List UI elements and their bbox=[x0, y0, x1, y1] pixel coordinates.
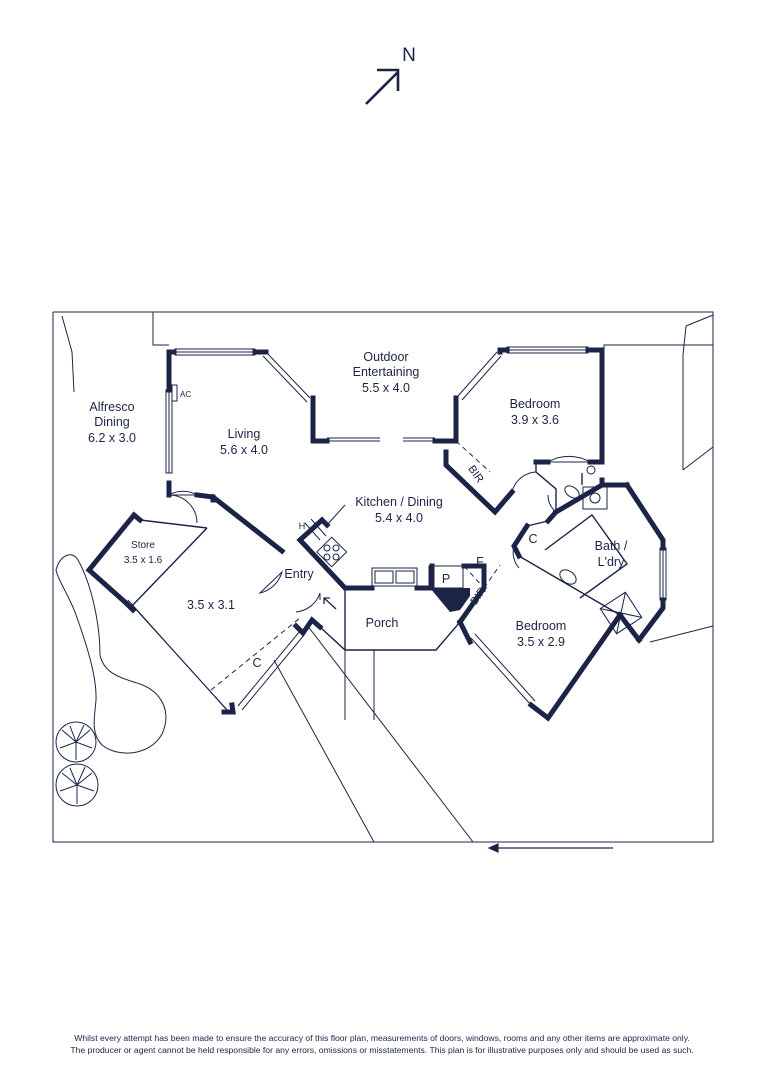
bedroom1-label: Bedroom bbox=[510, 397, 561, 411]
disclaimer-line-1: Whilst every attempt has been made to en… bbox=[74, 1033, 690, 1043]
cupboard-label-2: C bbox=[252, 656, 261, 670]
disclaimer-line-2: The producer or agent cannot be held res… bbox=[70, 1044, 694, 1055]
living-size: 5.6 x 4.0 bbox=[220, 443, 268, 457]
bath-fixtures bbox=[559, 465, 643, 635]
interior-walls bbox=[129, 462, 628, 651]
kitchen-dining-label: Kitchen / Dining bbox=[355, 495, 443, 509]
ac-label: AC bbox=[180, 390, 191, 399]
frontage-arrow-icon bbox=[487, 843, 613, 853]
entry-arrow-icon bbox=[323, 597, 337, 610]
site-features bbox=[55, 314, 714, 843]
bedroom2-size: 3.5 x 2.9 bbox=[517, 635, 565, 649]
dashed-lines bbox=[210, 440, 501, 691]
wall-block bbox=[430, 588, 470, 612]
fixture-boxes bbox=[171, 384, 464, 589]
alfresco-label: Alfresco bbox=[89, 400, 134, 414]
bedroom1-size: 3.9 x 3.6 bbox=[511, 413, 559, 427]
kitchen-fixtures bbox=[304, 518, 418, 587]
alfresco-label-2: Dining bbox=[94, 415, 129, 429]
heater-label: H bbox=[299, 521, 306, 531]
kitchen-dining-size: 5.4 x 4.0 bbox=[375, 511, 423, 525]
bir-label-1: BIR bbox=[465, 463, 485, 485]
store-label: Store bbox=[131, 540, 155, 551]
outdoor-entertaining-label-2: Entertaining bbox=[353, 365, 420, 379]
north-label: N bbox=[402, 45, 416, 66]
porch-label: Porch bbox=[366, 616, 399, 630]
bath-laundry-label: Bath / bbox=[595, 539, 628, 553]
tree-icon bbox=[55, 721, 99, 807]
alfresco-size: 6.2 x 3.0 bbox=[88, 431, 136, 445]
north-arrow-icon bbox=[365, 68, 400, 105]
pantry-label: P bbox=[442, 572, 450, 586]
room-labels: Outdoor Entertaining 5.5 x 4.0 Alfresco … bbox=[88, 350, 628, 649]
room-size: 3.5 x 3.1 bbox=[187, 598, 235, 612]
bedroom2-label: Bedroom bbox=[516, 619, 567, 633]
fridge-label: F bbox=[476, 555, 484, 569]
disclaimer: Whilst every attempt has been made to en… bbox=[18, 1033, 746, 1056]
bath-laundry-label-2: L'dry bbox=[598, 555, 625, 569]
store-size: 3.5 x 1.6 bbox=[124, 555, 163, 566]
doors bbox=[168, 455, 591, 613]
entry-label: Entry bbox=[284, 567, 314, 581]
outdoor-entertaining-label: Outdoor bbox=[363, 350, 408, 364]
outdoor-entertaining-size: 5.5 x 4.0 bbox=[362, 381, 410, 395]
cupboard-label-1: C bbox=[528, 532, 537, 546]
windows bbox=[127, 346, 667, 713]
walls bbox=[85, 347, 666, 722]
living-label: Living bbox=[228, 427, 261, 441]
